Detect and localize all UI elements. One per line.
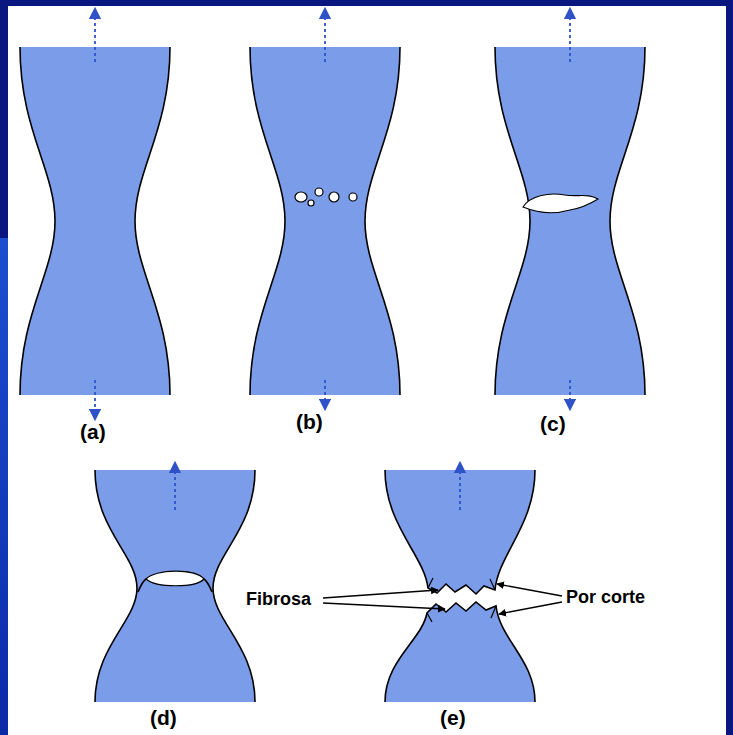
edge-strip — [0, 238, 8, 735]
panel-letter: (c) — [540, 412, 566, 435]
panel-letter: (b) — [296, 410, 323, 433]
fracture-zone-label: Por corte — [566, 588, 645, 608]
panel-letter: (e) — [440, 706, 466, 729]
panel-letter: (a) — [80, 420, 106, 443]
panel-letter: (d) — [150, 706, 177, 729]
fracture-zone-label: Fibrosa — [246, 590, 311, 610]
